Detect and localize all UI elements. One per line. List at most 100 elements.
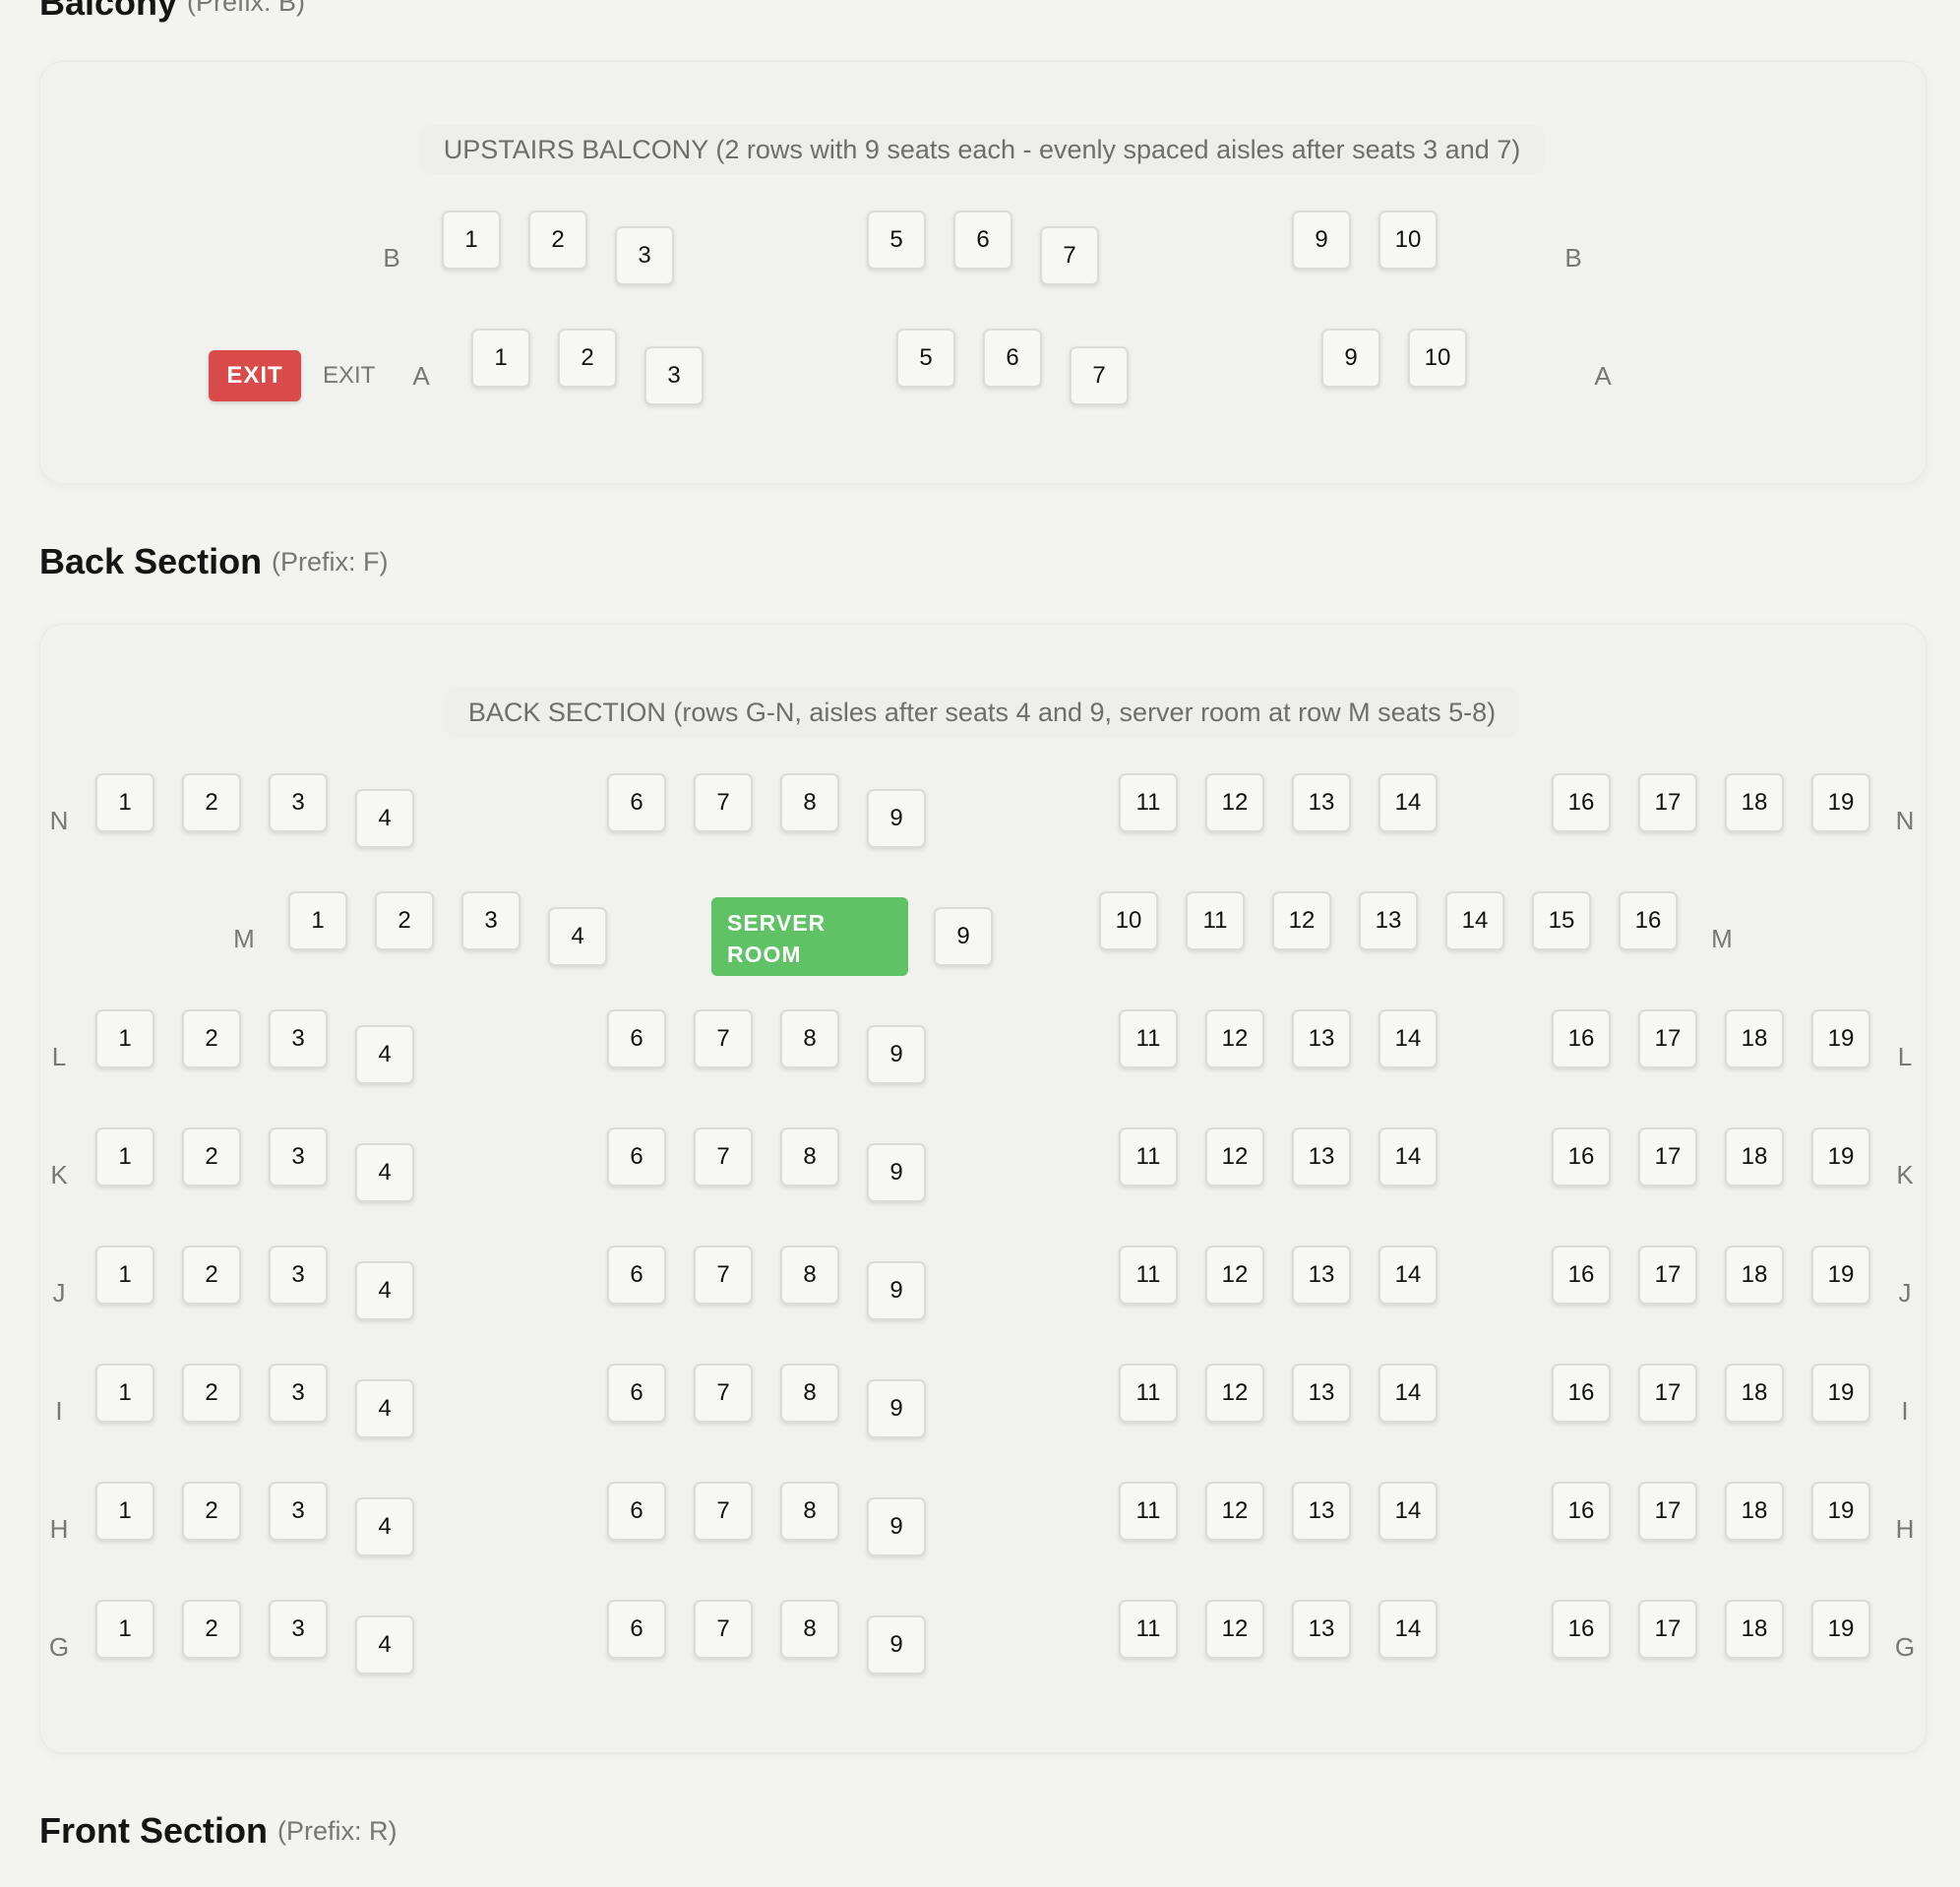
seat-FI-17[interactable]: 17 [1638, 1364, 1697, 1423]
seat-FH-14[interactable]: 14 [1378, 1482, 1438, 1541]
seat-BB-1[interactable]: 1 [442, 211, 501, 270]
seat-FM-2[interactable]: 2 [375, 891, 434, 950]
seat-FK-17[interactable]: 17 [1638, 1127, 1697, 1187]
seat-FG-18[interactable]: 18 [1725, 1600, 1784, 1659]
seat-FJ-18[interactable]: 18 [1725, 1246, 1784, 1305]
seat-BA-9[interactable]: 9 [1321, 329, 1380, 388]
seat-FL-18[interactable]: 18 [1725, 1009, 1784, 1068]
seat-FJ-4[interactable]: 4 [355, 1261, 414, 1320]
seat-FN-13[interactable]: 13 [1292, 773, 1351, 832]
seat-FM-14[interactable]: 14 [1445, 891, 1504, 950]
seat-FL-11[interactable]: 11 [1119, 1009, 1178, 1068]
seat-FG-8[interactable]: 8 [780, 1600, 839, 1659]
seat-FN-8[interactable]: 8 [780, 773, 839, 832]
seat-FG-13[interactable]: 13 [1292, 1600, 1351, 1659]
seat-FI-19[interactable]: 19 [1811, 1364, 1870, 1423]
seat-FN-9[interactable]: 9 [867, 789, 926, 848]
seat-FH-11[interactable]: 11 [1119, 1482, 1178, 1541]
seat-FL-19[interactable]: 19 [1811, 1009, 1870, 1068]
seat-BA-10[interactable]: 10 [1408, 329, 1467, 388]
seat-FL-9[interactable]: 9 [867, 1025, 926, 1084]
seat-FH-19[interactable]: 19 [1811, 1482, 1870, 1541]
seat-FI-4[interactable]: 4 [355, 1379, 414, 1438]
seat-FK-7[interactable]: 7 [694, 1127, 753, 1187]
seat-FN-12[interactable]: 12 [1205, 773, 1264, 832]
seat-FN-18[interactable]: 18 [1725, 773, 1784, 832]
seat-FN-7[interactable]: 7 [694, 773, 753, 832]
seat-FK-9[interactable]: 9 [867, 1143, 926, 1202]
seat-FN-2[interactable]: 2 [182, 773, 241, 832]
seat-FI-3[interactable]: 3 [269, 1364, 328, 1423]
seat-FL-16[interactable]: 16 [1552, 1009, 1611, 1068]
seat-FK-2[interactable]: 2 [182, 1127, 241, 1187]
seat-FJ-6[interactable]: 6 [607, 1246, 666, 1305]
seat-FJ-3[interactable]: 3 [269, 1246, 328, 1305]
seat-FI-7[interactable]: 7 [694, 1364, 753, 1423]
seat-FL-1[interactable]: 1 [95, 1009, 154, 1068]
seat-FM-3[interactable]: 3 [461, 891, 521, 950]
seat-FJ-14[interactable]: 14 [1378, 1246, 1438, 1305]
seat-FM-16[interactable]: 16 [1619, 891, 1678, 950]
seat-FI-18[interactable]: 18 [1725, 1364, 1784, 1423]
seat-FG-6[interactable]: 6 [607, 1600, 666, 1659]
seat-FG-9[interactable]: 9 [867, 1615, 926, 1674]
seat-FI-14[interactable]: 14 [1378, 1364, 1438, 1423]
seat-BA-5[interactable]: 5 [896, 329, 955, 388]
seat-BA-7[interactable]: 7 [1070, 346, 1129, 405]
seat-FL-8[interactable]: 8 [780, 1009, 839, 1068]
seat-FJ-17[interactable]: 17 [1638, 1246, 1697, 1305]
seat-FK-1[interactable]: 1 [95, 1127, 154, 1187]
seat-FI-13[interactable]: 13 [1292, 1364, 1351, 1423]
seat-FJ-8[interactable]: 8 [780, 1246, 839, 1305]
seat-FK-4[interactable]: 4 [355, 1143, 414, 1202]
seat-FK-14[interactable]: 14 [1378, 1127, 1438, 1187]
seat-BB-7[interactable]: 7 [1040, 226, 1099, 285]
seat-FL-13[interactable]: 13 [1292, 1009, 1351, 1068]
seat-FG-7[interactable]: 7 [694, 1600, 753, 1659]
seat-FM-9[interactable]: 9 [934, 907, 993, 966]
seat-BB-6[interactable]: 6 [953, 211, 1012, 270]
seat-FN-6[interactable]: 6 [607, 773, 666, 832]
seat-BB-2[interactable]: 2 [528, 211, 587, 270]
seat-FH-12[interactable]: 12 [1205, 1482, 1264, 1541]
seat-FL-4[interactable]: 4 [355, 1025, 414, 1084]
seat-FG-16[interactable]: 16 [1552, 1600, 1611, 1659]
seat-BA-1[interactable]: 1 [471, 329, 530, 388]
seat-FI-12[interactable]: 12 [1205, 1364, 1264, 1423]
seat-FI-2[interactable]: 2 [182, 1364, 241, 1423]
seat-FH-3[interactable]: 3 [269, 1482, 328, 1541]
seat-FG-14[interactable]: 14 [1378, 1600, 1438, 1659]
seat-FH-4[interactable]: 4 [355, 1497, 414, 1556]
seat-FM-1[interactable]: 1 [288, 891, 347, 950]
seat-FJ-1[interactable]: 1 [95, 1246, 154, 1305]
seat-FN-4[interactable]: 4 [355, 789, 414, 848]
seat-FJ-2[interactable]: 2 [182, 1246, 241, 1305]
seat-FH-9[interactable]: 9 [867, 1497, 926, 1556]
seat-FN-3[interactable]: 3 [269, 773, 328, 832]
seat-FG-3[interactable]: 3 [269, 1600, 328, 1659]
seat-FI-16[interactable]: 16 [1552, 1364, 1611, 1423]
seat-FM-10[interactable]: 10 [1099, 891, 1158, 950]
seat-FM-15[interactable]: 15 [1532, 891, 1591, 950]
seat-FK-8[interactable]: 8 [780, 1127, 839, 1187]
seat-FN-17[interactable]: 17 [1638, 773, 1697, 832]
seat-FG-17[interactable]: 17 [1638, 1600, 1697, 1659]
seat-FK-18[interactable]: 18 [1725, 1127, 1784, 1187]
seat-FK-12[interactable]: 12 [1205, 1127, 1264, 1187]
seat-FI-9[interactable]: 9 [867, 1379, 926, 1438]
seat-FG-11[interactable]: 11 [1119, 1600, 1178, 1659]
seat-FL-3[interactable]: 3 [269, 1009, 328, 1068]
seat-FJ-13[interactable]: 13 [1292, 1246, 1351, 1305]
seat-BB-3[interactable]: 3 [615, 226, 674, 285]
seat-FJ-11[interactable]: 11 [1119, 1246, 1178, 1305]
seat-FH-8[interactable]: 8 [780, 1482, 839, 1541]
seat-FJ-19[interactable]: 19 [1811, 1246, 1870, 1305]
seat-FK-13[interactable]: 13 [1292, 1127, 1351, 1187]
seat-FM-11[interactable]: 11 [1186, 891, 1245, 950]
seat-FI-8[interactable]: 8 [780, 1364, 839, 1423]
seat-BA-2[interactable]: 2 [558, 329, 617, 388]
seat-FL-7[interactable]: 7 [694, 1009, 753, 1068]
seat-FL-12[interactable]: 12 [1205, 1009, 1264, 1068]
seat-FN-16[interactable]: 16 [1552, 773, 1611, 832]
seat-FM-12[interactable]: 12 [1272, 891, 1331, 950]
